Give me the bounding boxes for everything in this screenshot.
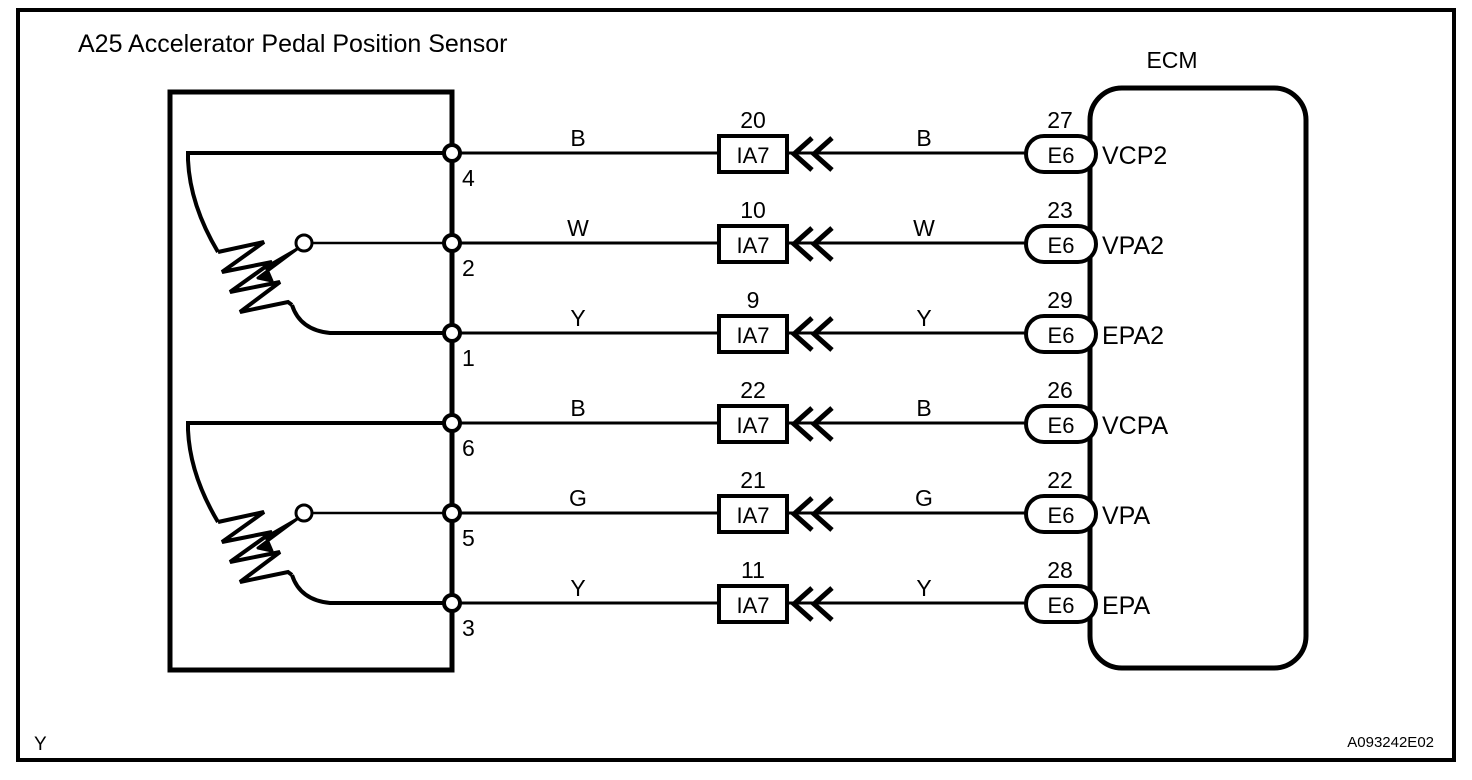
row6-splice-label: IA7	[736, 593, 769, 618]
circuit-row-4: 6 B 22 IA7 B 26 E6 VCPA	[442, 377, 1169, 461]
pot1-top-lead	[186, 151, 452, 254]
page-title: A25 Accelerator Pedal Position Sensor	[78, 30, 507, 58]
row4-ecm-connector-oval	[1024, 404, 1098, 444]
row1-pin-node	[442, 143, 462, 163]
row6-ecm-connector-label: E6	[1048, 593, 1075, 618]
row5-signal-name: VPA	[1102, 502, 1150, 530]
circuit-row-6: 3 Y 11 IA7 Y 28 E6 EPA	[442, 557, 1150, 641]
row5-pin-node	[442, 503, 462, 523]
row4-splice-box	[717, 404, 789, 444]
circuit-row-5: 5 G 21 IA7 G 22 E6 VPA	[442, 467, 1150, 551]
row3-signal-name: EPA2	[1102, 322, 1164, 350]
row6-signal-name: EPA	[1102, 592, 1150, 620]
row5-ecm-connector-oval	[1024, 494, 1098, 534]
row4-direction-chevron-icon	[790, 406, 834, 442]
row2-splice-box	[717, 224, 789, 264]
row3-splice-box	[717, 314, 789, 354]
row3-wire-color-left: Y	[570, 305, 585, 331]
row1-splice-number: 20	[740, 107, 766, 133]
row4-pin-number: 6	[462, 435, 475, 461]
sensor-element-1	[186, 151, 452, 335]
sensor-element-2	[186, 421, 452, 605]
ecm-label: ECM	[1146, 47, 1197, 73]
circuit-row-1: 4 B 20 IA7 B 27 E6 VCP2	[442, 107, 1167, 191]
row6-splice-box	[717, 584, 789, 624]
row4-wire-color-right: B	[916, 395, 931, 421]
row1-splice-label: IA7	[736, 143, 769, 168]
ecm-box	[1087, 85, 1309, 671]
row4-ecm-pin-number: 26	[1047, 377, 1073, 403]
row1-splice-box	[717, 134, 789, 174]
row4-splice-number: 22	[740, 377, 766, 403]
row2-wire-color-right: W	[913, 215, 935, 241]
row2-signal-name: VPA2	[1102, 232, 1164, 260]
circuit-row-2: 2 W 10 IA7 W 23 E6 VPA2	[442, 197, 1164, 281]
row1-wire-color-right: B	[916, 125, 931, 151]
row6-ecm-pin-number: 28	[1047, 557, 1073, 583]
row3-pin-number: 1	[462, 345, 475, 371]
row1-ecm-connector-oval	[1024, 134, 1098, 174]
row1-ecm-connector-label: E6	[1048, 143, 1075, 168]
outer-frame	[16, 8, 1456, 762]
pot1-wiper-knob	[294, 233, 314, 253]
row1-pin-number: 4	[462, 165, 475, 191]
row5-splice-box	[717, 494, 789, 534]
pot2-wiper-knob	[294, 503, 314, 523]
row6-wire-color-right: Y	[916, 575, 931, 601]
row3-splice-label: IA7	[736, 323, 769, 348]
row2-splice-label: IA7	[736, 233, 769, 258]
row5-wire-color-left: G	[569, 485, 587, 511]
row2-ecm-connector-label: E6	[1048, 233, 1075, 258]
row3-ecm-connector-label: E6	[1048, 323, 1075, 348]
pot2-bottom-lead	[290, 574, 452, 605]
figure-id: A093242E02	[1347, 734, 1434, 751]
row2-ecm-connector-oval	[1024, 224, 1098, 264]
row2-pin-node	[442, 233, 462, 253]
row1-direction-chevron-icon	[790, 136, 834, 172]
row4-ecm-connector-label: E6	[1048, 413, 1075, 438]
row6-direction-chevron-icon	[790, 586, 834, 622]
row6-wire-color-left: Y	[570, 575, 585, 601]
row5-direction-chevron-icon	[790, 496, 834, 532]
pot2-top-lead	[186, 421, 452, 524]
row3-splice-number: 9	[747, 287, 760, 313]
row1-signal-name: VCP2	[1102, 142, 1167, 170]
row6-pin-number: 3	[462, 615, 475, 641]
pot1-bottom-lead	[290, 304, 452, 335]
row4-pin-node	[442, 413, 462, 433]
pot2-wiper-arrow	[256, 517, 299, 553]
pot2-resistor	[217, 510, 294, 584]
row2-ecm-pin-number: 23	[1047, 197, 1073, 223]
row4-splice-label: IA7	[736, 413, 769, 438]
corner-label: Y	[34, 734, 47, 755]
row3-ecm-pin-number: 29	[1047, 287, 1073, 313]
row4-wire-color-left: B	[570, 395, 585, 421]
row5-splice-label: IA7	[736, 503, 769, 528]
row2-splice-number: 10	[740, 197, 766, 223]
row5-wire-color-right: G	[915, 485, 933, 511]
row2-wire-color-left: W	[567, 215, 589, 241]
row5-pin-number: 5	[462, 525, 475, 551]
row6-splice-number: 11	[741, 557, 765, 583]
row3-ecm-connector-oval	[1024, 314, 1098, 354]
row3-wire-color-right: Y	[916, 305, 931, 331]
row4-signal-name: VCPA	[1102, 412, 1169, 440]
row2-pin-number: 2	[462, 255, 475, 281]
row2-direction-chevron-icon	[790, 226, 834, 262]
pot1-wiper-arrow	[256, 247, 299, 283]
row1-ecm-pin-number: 27	[1047, 107, 1073, 133]
row6-ecm-connector-oval	[1024, 584, 1098, 624]
circuit-row-3: 1 Y 9 IA7 Y 29 E6 EPA2	[442, 287, 1164, 371]
row5-splice-number: 21	[740, 467, 766, 493]
sensor-body-box	[167, 89, 455, 673]
row3-pin-node	[442, 323, 462, 343]
row5-ecm-connector-label: E6	[1048, 503, 1075, 528]
row6-pin-node	[442, 593, 462, 613]
row3-direction-chevron-icon	[790, 316, 834, 352]
row5-ecm-pin-number: 22	[1047, 467, 1073, 493]
pot1-resistor	[217, 240, 294, 314]
row1-wire-color-left: B	[570, 125, 585, 151]
